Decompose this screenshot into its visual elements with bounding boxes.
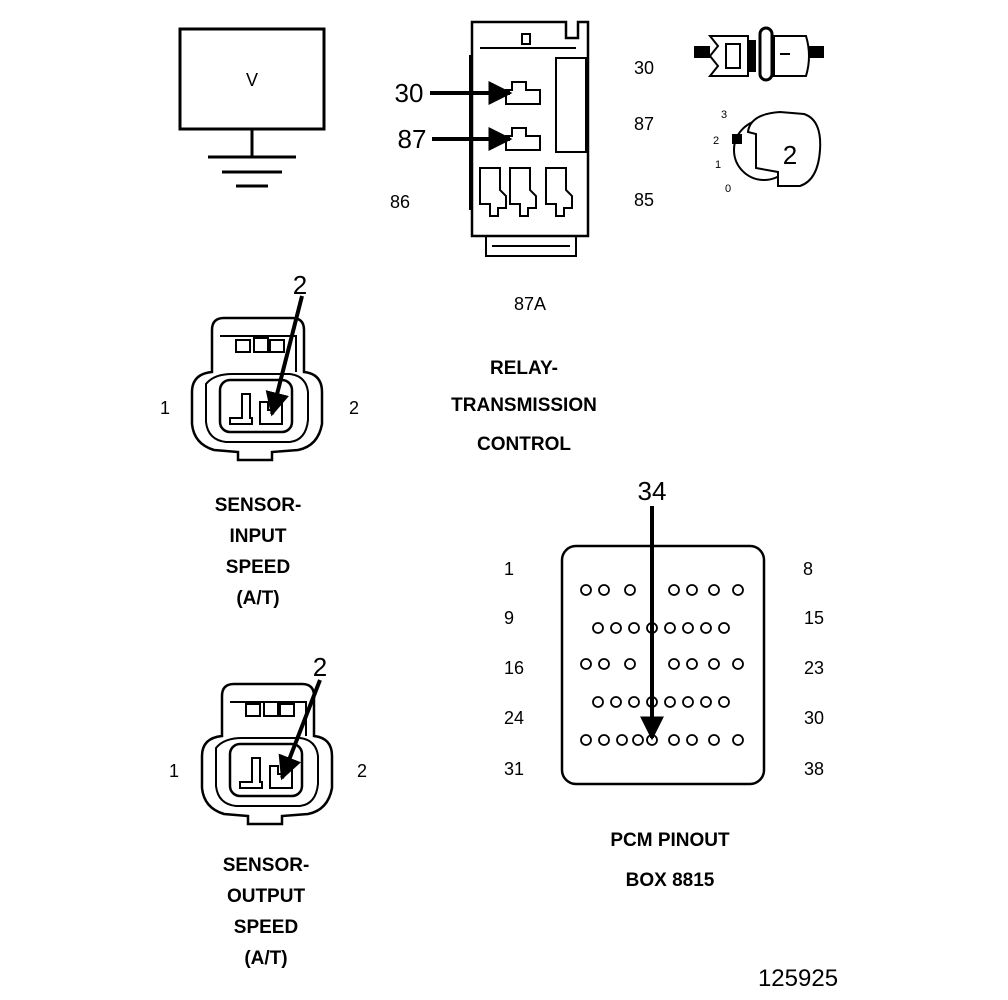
output-sensor-callout-arrow <box>278 679 322 781</box>
pcm-right-label-38: 38 <box>804 759 824 779</box>
ignition-selected: 2 <box>783 140 797 170</box>
input-sensor-title-line4: (A/T) <box>236 588 279 609</box>
pcm-connector-body <box>560 544 766 786</box>
pcm-pin-hole <box>700 696 712 708</box>
output-sensor-title-line1: SENSOR- <box>223 855 310 876</box>
input-sensor-pin-2: 2 <box>349 398 359 418</box>
output-sensor-pin-2: 2 <box>357 761 367 781</box>
pcm-pin-hole <box>682 622 694 634</box>
pcm-pin-hole <box>732 734 744 746</box>
pcm-pin-hole <box>580 658 592 670</box>
output-sensor-title-line3: SPEED <box>234 917 298 938</box>
relay-pin-30: 30 <box>634 58 654 78</box>
relay-pin-87a: 87A <box>514 294 546 314</box>
pcm-pin-hole <box>732 658 744 670</box>
pcm-pin-hole <box>628 696 640 708</box>
input-sensor-callout-arrow <box>265 295 304 417</box>
pcm-left-label-31: 31 <box>504 759 524 779</box>
pcm-pin-hole <box>708 734 720 746</box>
relay-pin-87: 87 <box>634 114 654 134</box>
voltmeter: V <box>178 27 326 188</box>
ground-icon <box>208 155 296 188</box>
cylinder-connector-icon <box>694 26 824 82</box>
pcm-pin-hole <box>628 622 640 634</box>
ignition-position-2: 2 <box>713 135 719 147</box>
pcm-pin-hole <box>708 584 720 596</box>
input-sensor-callout: 2 <box>293 270 307 300</box>
output-sensor-title-line4: (A/T) <box>244 948 287 969</box>
relay-title-line3: CONTROL <box>477 434 571 455</box>
relay-connector <box>430 20 590 257</box>
pcm-pin-hole <box>592 696 604 708</box>
pcm-left-label-16: 16 <box>504 658 524 678</box>
pcm-pin-hole <box>718 696 730 708</box>
relay-callout-30: 30 <box>395 78 424 108</box>
voltmeter-symbol: V <box>246 70 258 90</box>
pcm-right-label-23: 23 <box>804 658 824 678</box>
pcm-pin-hole <box>598 734 610 746</box>
relay-title-line2: TRANSMISSION <box>451 395 597 416</box>
relay-pin-85: 85 <box>634 190 654 210</box>
pcm-pin-hole <box>632 734 644 746</box>
pcm-pin-hole <box>700 622 712 634</box>
relay-pin-86: 86 <box>390 192 410 212</box>
output-sensor-connector <box>200 679 334 826</box>
pcm-pin-hole <box>610 622 622 634</box>
input-sensor-connector <box>190 295 324 462</box>
figure-id: 125925 <box>758 965 838 992</box>
pcm-pin-hole <box>664 696 676 708</box>
ignition-position-1: 1 <box>715 159 721 171</box>
input-sensor-title-line2: INPUT <box>230 526 287 547</box>
pcm-right-label-30: 30 <box>804 708 824 728</box>
pcm-pin-hole <box>664 622 676 634</box>
output-sensor-callout: 2 <box>313 652 327 682</box>
pcm-pin-hole <box>580 584 592 596</box>
relay-title-line1: RELAY- <box>490 358 558 379</box>
input-sensor-title-line3: SPEED <box>226 557 290 578</box>
pcm-pin-hole <box>718 622 730 634</box>
pcm-pin-hole <box>732 584 744 596</box>
pcm-connector <box>560 506 766 786</box>
pcm-pin-hole <box>598 658 610 670</box>
pcm-pin-hole <box>686 734 698 746</box>
pcm-right-label-8: 8 <box>803 559 813 579</box>
pcm-pin-hole <box>616 734 628 746</box>
pcm-left-label-24: 24 <box>504 708 524 728</box>
pcm-pin-hole <box>686 658 698 670</box>
pcm-left-label-1: 1 <box>504 559 514 579</box>
ignition-position-0: 0 <box>725 183 731 195</box>
pcm-right-label-15: 15 <box>804 608 824 628</box>
pcm-pin-hole <box>668 658 680 670</box>
pcm-pin-hole <box>592 622 604 634</box>
ignition-position-3: 3 <box>721 109 727 121</box>
pcm-pin-hole <box>668 584 680 596</box>
pcm-title-line1: PCM PINOUT <box>610 830 730 851</box>
pcm-callout: 34 <box>638 476 667 506</box>
pcm-pin-hole <box>668 734 680 746</box>
input-sensor-pin-1: 1 <box>160 398 170 418</box>
pcm-pin-hole <box>708 658 720 670</box>
pcm-pin-hole <box>580 734 592 746</box>
pcm-pin-hole <box>598 584 610 596</box>
output-sensor-pin-1: 1 <box>169 761 179 781</box>
pcm-pin-hole <box>686 584 698 596</box>
pcm-pin-hole <box>682 696 694 708</box>
pcm-pin-hole <box>624 658 636 670</box>
output-sensor-title-line2: OUTPUT <box>227 886 306 907</box>
ignition-switch-icon <box>732 110 822 187</box>
pcm-title-line2: BOX 8815 <box>626 870 715 891</box>
input-sensor-title-line1: SENSOR- <box>215 495 302 516</box>
pcm-left-label-9: 9 <box>504 608 514 628</box>
relay-callout-87: 87 <box>398 124 427 154</box>
pcm-pin-hole <box>624 584 636 596</box>
pcm-pin-hole <box>610 696 622 708</box>
